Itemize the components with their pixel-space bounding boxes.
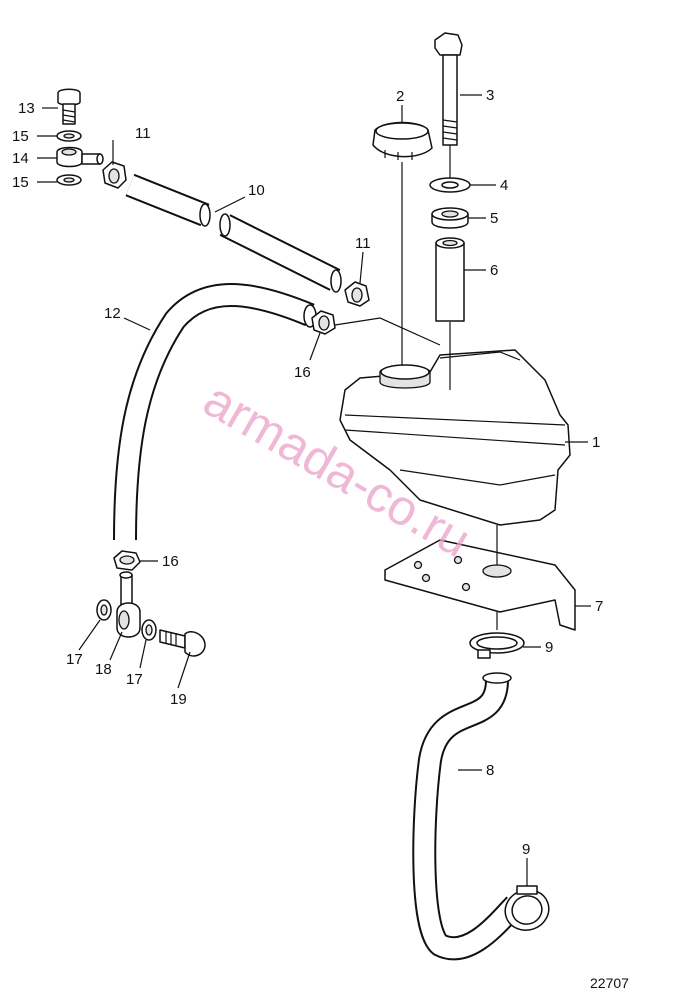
callout-16-upper: 16 bbox=[294, 364, 311, 381]
washer-17-right bbox=[141, 619, 157, 641]
callout-18: 18 bbox=[95, 661, 112, 678]
nut-16-lower bbox=[113, 550, 141, 571]
callout-4: 4 bbox=[500, 177, 508, 194]
callout-19: 19 bbox=[170, 691, 187, 708]
nut-11-right bbox=[344, 281, 370, 307]
callout-14: 14 bbox=[12, 150, 29, 167]
bolt-3 bbox=[434, 32, 463, 146]
nut-16-upper bbox=[311, 310, 336, 335]
nut-11-left bbox=[102, 161, 127, 189]
callout-8: 8 bbox=[486, 762, 494, 779]
hose-clamp-upper bbox=[469, 632, 525, 659]
callout-6: 6 bbox=[490, 262, 498, 279]
callout-2: 2 bbox=[396, 88, 404, 105]
callout-15-lower: 15 bbox=[12, 174, 29, 191]
callout-5: 5 bbox=[490, 210, 498, 227]
callout-1: 1 bbox=[592, 434, 600, 451]
callout-3: 3 bbox=[486, 87, 494, 104]
hose-10 bbox=[125, 173, 342, 293]
banjo-18 bbox=[116, 571, 141, 638]
callout-10: 10 bbox=[248, 182, 265, 199]
callout-9-upper: 9 bbox=[545, 639, 553, 656]
washer-15-lower bbox=[56, 174, 82, 186]
assembly-line-nipple bbox=[334, 317, 441, 346]
sleeve-5 bbox=[431, 207, 469, 229]
hose-clamp-lower bbox=[504, 885, 550, 931]
hose-12 bbox=[113, 283, 317, 541]
spacer-6 bbox=[435, 237, 465, 322]
banjo-bolt-13 bbox=[57, 88, 81, 125]
callout-15-upper: 15 bbox=[12, 128, 29, 145]
callout-11-right: 11 bbox=[355, 235, 371, 252]
callout-11-left: 11 bbox=[135, 125, 151, 142]
callout-13: 13 bbox=[18, 100, 35, 117]
callout-9-lower: 9 bbox=[522, 841, 530, 858]
banjo-14 bbox=[56, 146, 104, 168]
callout-16-lower: 16 bbox=[162, 553, 179, 570]
expansion-tank bbox=[339, 349, 571, 526]
figure-number: 22707 bbox=[590, 975, 629, 991]
washer-15-upper bbox=[56, 130, 82, 142]
callout-7: 7 bbox=[595, 598, 603, 615]
callout-17-right: 17 bbox=[126, 671, 143, 688]
leader-lines bbox=[37, 94, 591, 886]
washer-4 bbox=[429, 177, 471, 193]
filler-cap bbox=[372, 121, 433, 160]
callout-17-left: 17 bbox=[66, 651, 83, 668]
bracket-7 bbox=[384, 539, 576, 631]
washer-17-left bbox=[96, 599, 112, 621]
banjo-bolt-19 bbox=[159, 629, 206, 657]
callout-12: 12 bbox=[104, 305, 121, 322]
hose-8 bbox=[412, 672, 524, 961]
